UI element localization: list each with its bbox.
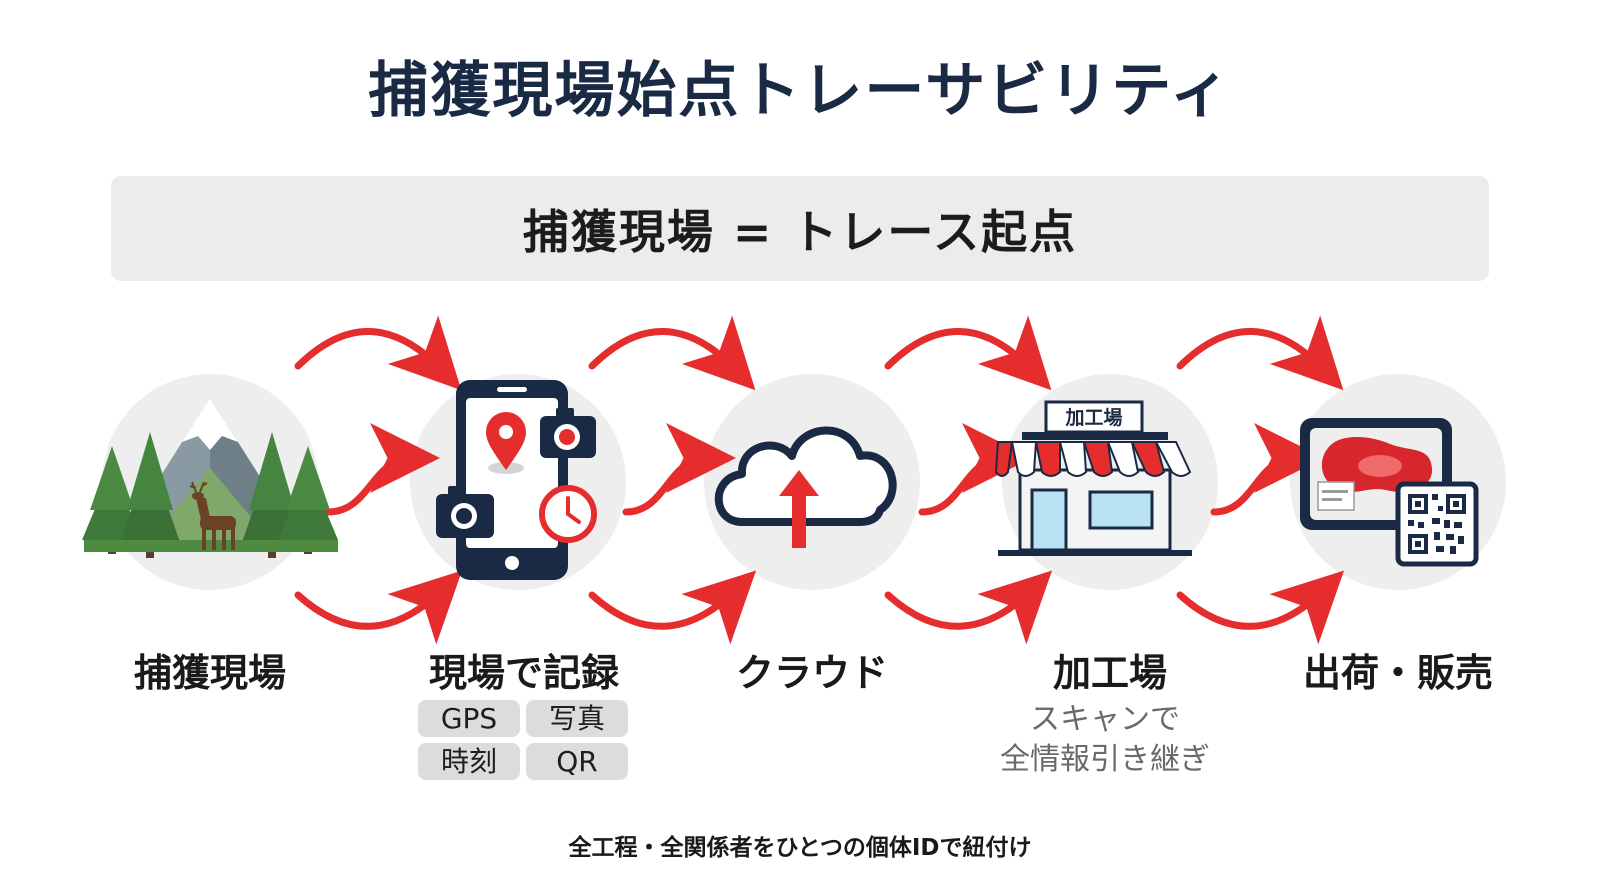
arrow-2-top [588, 315, 756, 391]
footer-note: 全工程・全関係者をひとつの個体IDで紐付け [568, 835, 1032, 861]
processing-plant-note-line1: スキャンで [1030, 702, 1180, 737]
arrow-3-mid [918, 423, 1032, 516]
page-title: 捕獲現場始点トレーサビリティ [368, 56, 1232, 126]
processing-plant-note-line2: 全情報引き継ぎ [1000, 742, 1210, 777]
arrow-3-bottom [884, 570, 1053, 645]
tag-time: 時刻 [418, 743, 520, 780]
banner-text: 捕獲現場 = トレース起点 [522, 204, 1078, 259]
step-label-shipping-sales: 出荷・販売 [1302, 651, 1493, 695]
arrow-4-mid [1210, 423, 1324, 516]
arrow-3-top [884, 315, 1052, 391]
arrow-2-bottom [588, 570, 757, 645]
arrow-4-bottom [1176, 570, 1345, 645]
flow-arrows [294, 315, 1345, 645]
step-label-cloud: クラウド [735, 651, 888, 695]
factory-sign [1044, 400, 1144, 434]
processing-plant-icon: 加工場 [994, 400, 1192, 556]
forest-deer-icon [82, 398, 338, 558]
step-label-capture-site: 捕獲現場 [133, 651, 286, 695]
smartphone-record-icon [436, 380, 597, 580]
processing-plant-note: スキャンで 全情報引き継ぎ [980, 700, 1230, 780]
tag-qr: QR [526, 743, 628, 780]
meat-package-qr-icon [1300, 418, 1479, 567]
tag-gps: GPS [418, 700, 520, 737]
factory-sign-text: 加工場 [1064, 407, 1122, 429]
arrow-4-top [1176, 315, 1344, 391]
record-tags: GPS 写真 時刻 QR [418, 700, 630, 780]
step-label-field-record: 現場で記録 [428, 651, 619, 695]
step-label-processing-plant: 加工場 [1052, 651, 1167, 695]
arrow-2-mid [622, 423, 736, 516]
arrow-1-top [294, 315, 462, 391]
arrow-1-mid [324, 423, 440, 516]
cloud-upload-icon [714, 426, 897, 548]
arrow-1-bottom [294, 570, 463, 645]
tag-photo: 写真 [526, 700, 628, 737]
banner: 捕獲現場 = トレース起点 [111, 176, 1489, 281]
